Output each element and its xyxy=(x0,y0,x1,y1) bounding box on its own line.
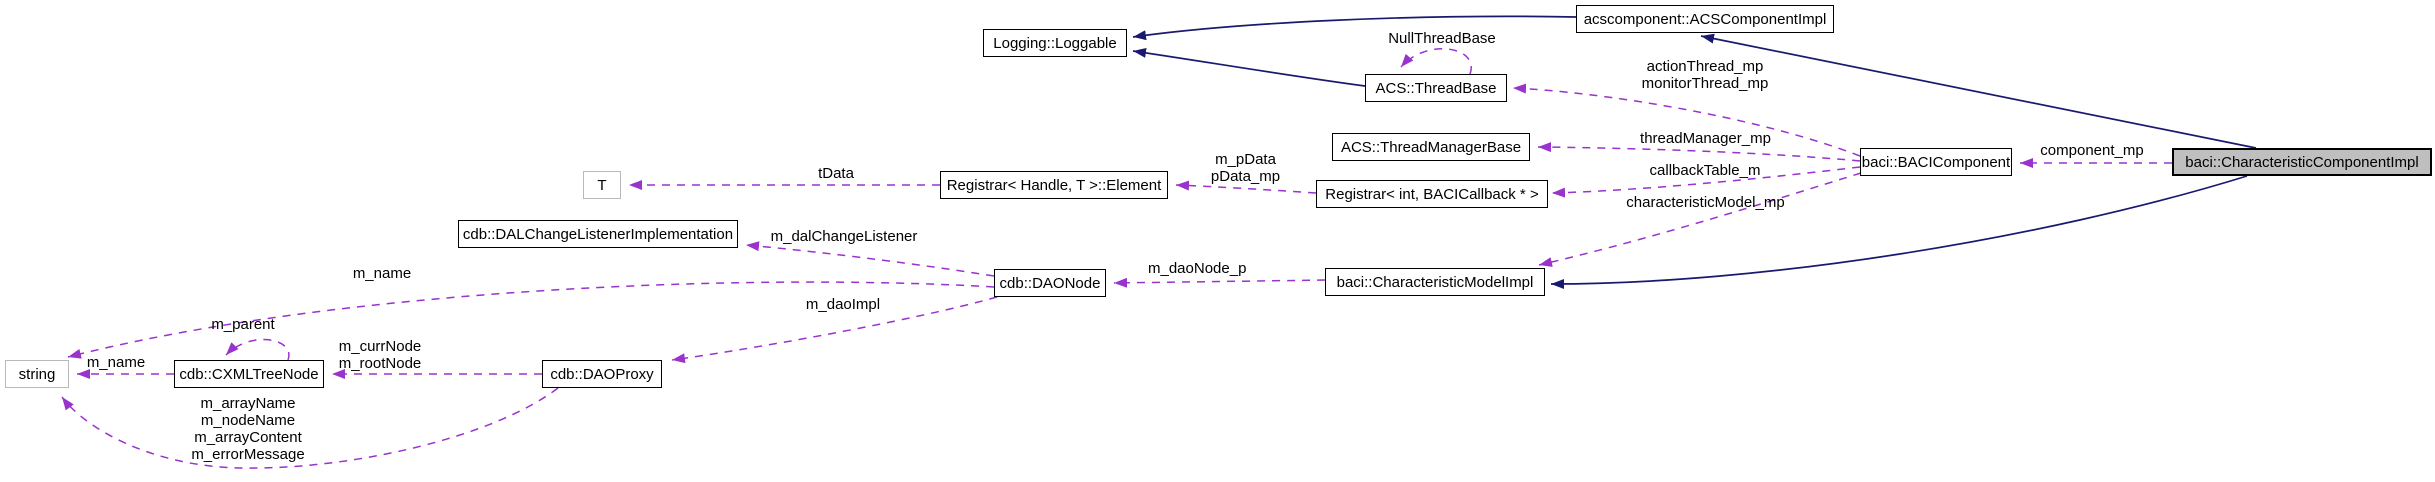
class-node-cdb-daonode[interactable]: cdb::DAONode xyxy=(994,269,1106,297)
class-node-acscomponentimpl[interactable]: acscomponent::ACSComponentImpl xyxy=(1576,5,1834,33)
edge-label-component-mp: component_mp xyxy=(2040,142,2144,159)
edge-usage-threadbase-selfloop xyxy=(1400,48,1472,75)
edge-usage-bacicomp-charmodel xyxy=(1538,172,1862,267)
class-node-registrar-handle-t-element[interactable]: Registrar< Handle, T >::Element xyxy=(940,171,1168,199)
edge-usage-daonode-string xyxy=(67,281,995,359)
edge-inherit-charcomp-charmodel xyxy=(1550,175,2248,289)
edge-usage-daonode-dallistener xyxy=(745,241,995,277)
edge-label-nullthreadbase: NullThreadBase xyxy=(1388,30,1496,47)
edge-label-string-fields: m_arrayName m_nodeName m_arrayContent m_… xyxy=(191,395,305,463)
edge-label-mdaonode-p: m_daoNode_p xyxy=(1148,260,1247,277)
edge-inherit-threadbase-loggable xyxy=(1132,47,1366,87)
class-node-acs-threadbase[interactable]: ACS::ThreadBase xyxy=(1365,74,1507,102)
edge-label-mname-left: m_name xyxy=(86,354,146,371)
class-node-baci-bacicomponent[interactable]: baci::BACIComponent xyxy=(1860,148,2012,176)
class-node-baci-characteristiccomponentimpl[interactable]: baci::CharacteristicComponentImpl xyxy=(2172,148,2432,176)
edge-label-threadmanager-mp: threadManager_mp xyxy=(1640,130,1771,147)
edge-usage-bacicomp-threadmgr xyxy=(1537,142,1861,162)
edge-label-mdalchangelistener: m_dalChangeListener xyxy=(770,228,918,245)
class-node-cdb-daoproxy[interactable]: cdb::DAOProxy xyxy=(542,360,662,388)
edge-label-mpdata-pdata-mp: m_pData pData_mp xyxy=(1210,151,1281,185)
edge-label-mdaoimpl: m_daoImpl xyxy=(805,296,881,313)
edge-usage-daonode-daoproxy xyxy=(671,296,998,364)
edge-usage-cxml-selfloop xyxy=(225,338,290,361)
edge-inherit-acsimpl-loggable xyxy=(1132,15,1577,41)
class-node-t[interactable]: T xyxy=(583,171,621,199)
edge-usage-daoproxy-string xyxy=(61,387,559,469)
edge-usage-bacicomp-threadbase xyxy=(1512,83,1861,157)
edge-inherit-charcomp-acsimpl xyxy=(1700,33,2257,149)
class-node-acs-threadmanagerbase[interactable]: ACS::ThreadManagerBase xyxy=(1332,133,1530,161)
class-node-cdb-dalchangelistenerimplementation[interactable]: cdb::DALChangeListenerImplementation xyxy=(458,220,738,248)
edge-label-mname-top: m_name xyxy=(352,265,412,282)
edge-label-tdata: tData xyxy=(818,165,854,182)
class-node-logging-loggable[interactable]: Logging::Loggable xyxy=(983,29,1127,57)
edge-usage-registrar-element xyxy=(1175,180,1317,194)
edge-label-characteristicmodel-mp: characteristicModel_mp xyxy=(1626,194,1785,211)
edge-usage-bacicomp-registrar xyxy=(1551,166,1861,198)
class-node-registrar-int-bacicallback[interactable]: Registrar< int, BACICallback * > xyxy=(1316,180,1548,208)
edge-label-callbacktable-m: callbackTable_m xyxy=(1649,162,1761,179)
edge-label-actionthread-monitorthread: actionThread_mp monitorThread_mp xyxy=(1641,58,1769,92)
edge-usage-charmodel-daonode xyxy=(1113,277,1326,288)
edge-label-mcurrnode-mrootnode: m_currNode m_rootNode xyxy=(338,338,422,372)
class-node-cdb-cxmltreenode[interactable]: cdb::CXMLTreeNode xyxy=(174,360,324,388)
edge-label-mparent: m_parent xyxy=(211,316,275,333)
class-node-baci-characteristicmodelimpl[interactable]: baci::CharacteristicModelImpl xyxy=(1325,268,1545,296)
class-node-string[interactable]: string xyxy=(5,360,69,388)
